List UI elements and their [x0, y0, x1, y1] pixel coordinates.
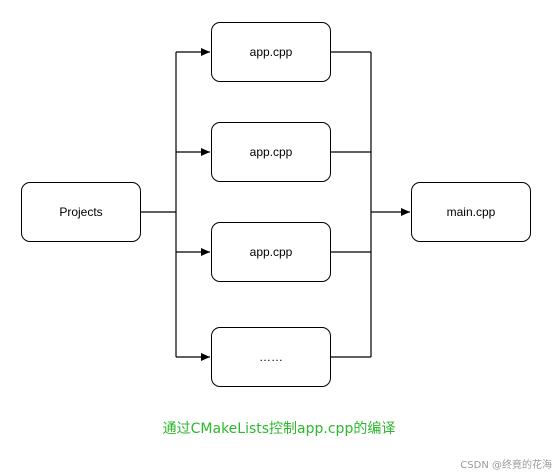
projects-node: Projects [21, 182, 141, 242]
main-cpp-node-label: main.cpp [446, 205, 496, 219]
ellipsis-node-label: …… [259, 350, 283, 364]
app-cpp-node-1-label: app.cpp [249, 45, 293, 59]
diagram-caption: 通过CMakeLists控制app.cpp的编译 [162, 421, 396, 437]
projects-node-label: Projects [59, 205, 103, 219]
app-cpp-node-2: app.cpp [211, 122, 331, 182]
app-cpp-node-1: app.cpp [211, 22, 331, 82]
watermark: CSDN @终竟的花海 [460, 460, 552, 471]
main-cpp-node: main.cpp [411, 182, 531, 242]
ellipsis-node: …… [211, 327, 331, 387]
app-cpp-node-2-label: app.cpp [249, 145, 293, 159]
app-cpp-node-3-label: app.cpp [249, 245, 293, 259]
app-cpp-node-3: app.cpp [211, 222, 331, 282]
